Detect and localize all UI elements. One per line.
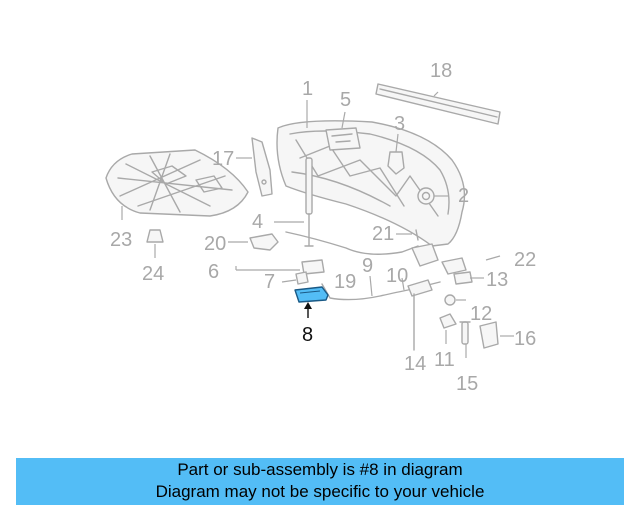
callout-labels: 1 2 3 4 5 6 7 8 9 10 11 12 13 14 15 16 1… [110, 60, 536, 395]
callout-11: 11 [434, 349, 455, 371]
parts-diagram: 1 2 3 4 5 6 7 8 9 10 11 12 13 14 15 16 1… [105, 60, 536, 395]
callout-18: 18 [430, 60, 452, 82]
callout-5: 5 [340, 89, 351, 111]
callout-14: 14 [404, 353, 426, 375]
banner-line-disclaimer: Diagram may not be specific to your vehi… [155, 482, 485, 501]
part-21-striker [411, 229, 439, 267]
callout-16: 16 [514, 328, 536, 350]
callout-19: 19 [334, 271, 356, 293]
part-18-weatherstrip [375, 83, 501, 125]
callout-3: 3 [394, 113, 405, 135]
callout-8: 8 [302, 324, 313, 346]
callout-15: 15 [456, 373, 478, 395]
part-8-highlighted [294, 286, 329, 303]
callout-9: 9 [362, 255, 373, 277]
banner-line-part: Part or sub-assembly is #8 in diagram [177, 460, 463, 479]
part-5-latch [325, 127, 361, 151]
part-7-clip [295, 271, 309, 285]
part-6-handle [301, 259, 325, 275]
part-3-bumper [387, 151, 405, 175]
part-12-nut [444, 294, 456, 306]
part-10-lever [407, 279, 433, 297]
part-1-hood [276, 120, 466, 247]
part-2-plug [417, 187, 435, 205]
callout-12: 12 [470, 303, 492, 325]
callout-24: 24 [142, 263, 164, 285]
callout-4: 4 [252, 211, 263, 233]
callout-7: 7 [264, 271, 275, 293]
callout-13: 13 [486, 269, 508, 291]
part-13-bracket [453, 271, 473, 285]
callout-2: 2 [458, 185, 469, 207]
callout-23: 23 [110, 229, 132, 251]
callout-21: 21 [372, 223, 394, 245]
callout-20: 20 [204, 233, 226, 255]
part-19-cable [285, 231, 441, 301]
part-20-bracket [249, 233, 279, 251]
part-11-grommet [439, 313, 457, 329]
part-4-strut [304, 157, 314, 247]
part-15-bolt [459, 321, 471, 345]
part-info-banner: Part or sub-assembly is #8 in diagram Di… [16, 458, 624, 505]
part-23-insulator [105, 149, 249, 217]
part-22-latch [441, 257, 467, 275]
part-17-hinge [251, 137, 273, 197]
callout-17: 17 [212, 148, 234, 170]
callout-22: 22 [514, 249, 536, 271]
part-24-clip [146, 229, 164, 243]
leader-lines [121, 91, 514, 358]
part-16-pad [479, 321, 499, 349]
callout-6: 6 [208, 261, 219, 283]
callout-1: 1 [302, 78, 313, 100]
callout-10: 10 [386, 265, 408, 287]
